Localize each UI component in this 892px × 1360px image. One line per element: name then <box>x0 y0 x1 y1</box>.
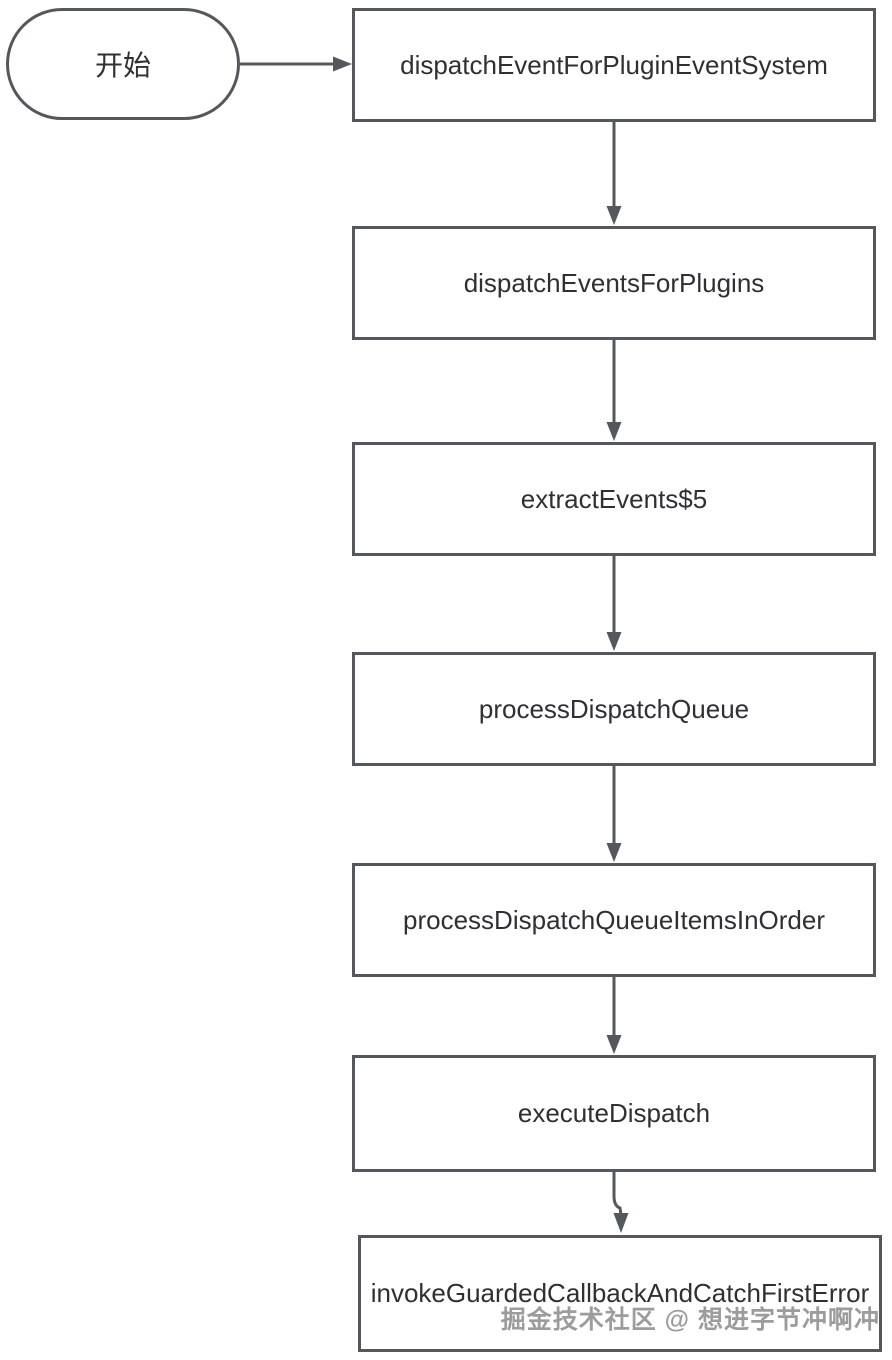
watermark: 掘金技术社区 @ 想进字节冲啊冲 <box>500 1306 880 1334</box>
node-extract-events: extractEvents$5 <box>352 442 876 556</box>
edge-node4-to-node5 <box>606 766 622 862</box>
edge-node6-to-node7 <box>612 1172 629 1233</box>
edge-node3-to-node4 <box>606 556 622 651</box>
edge-node2-to-node3 <box>606 340 622 441</box>
edge-node1-to-node2 <box>606 122 622 225</box>
node-label: executeDispatch <box>517 1098 711 1128</box>
node-dispatch-events-for-plugins: dispatchEventsForPlugins <box>352 226 876 340</box>
node-label: processDispatchQueueItemsInOrder <box>403 904 825 935</box>
node-process-dispatch-queue-items-in-order: processDispatchQueueItemsInOrder <box>352 863 876 977</box>
start-node-label: 开始 <box>94 50 151 81</box>
node-label: invokeGuardedCallbackAndCatchFirstError <box>370 1277 870 1308</box>
node-dispatch-event-for-plugin-event-system: dispatchEventForPluginEventSystem <box>352 8 876 122</box>
node-execute-dispatch: executeDispatch <box>352 1055 876 1172</box>
node-label: extractEvents$5 <box>520 483 708 514</box>
edge-node5-to-node6 <box>606 977 622 1054</box>
node-label: dispatchEventForPluginEventSystem <box>400 49 828 80</box>
node-label: dispatchEventsForPlugins <box>463 267 765 298</box>
node-label: processDispatchQueue <box>478 693 750 724</box>
node-invoke-guarded-callback-and-catch-first-error: invokeGuardedCallbackAndCatchFirstError <box>358 1235 882 1352</box>
start-node: 开始 <box>6 8 240 120</box>
edge-start-to-node1 <box>240 56 352 72</box>
node-process-dispatch-queue: processDispatchQueue <box>352 652 876 766</box>
